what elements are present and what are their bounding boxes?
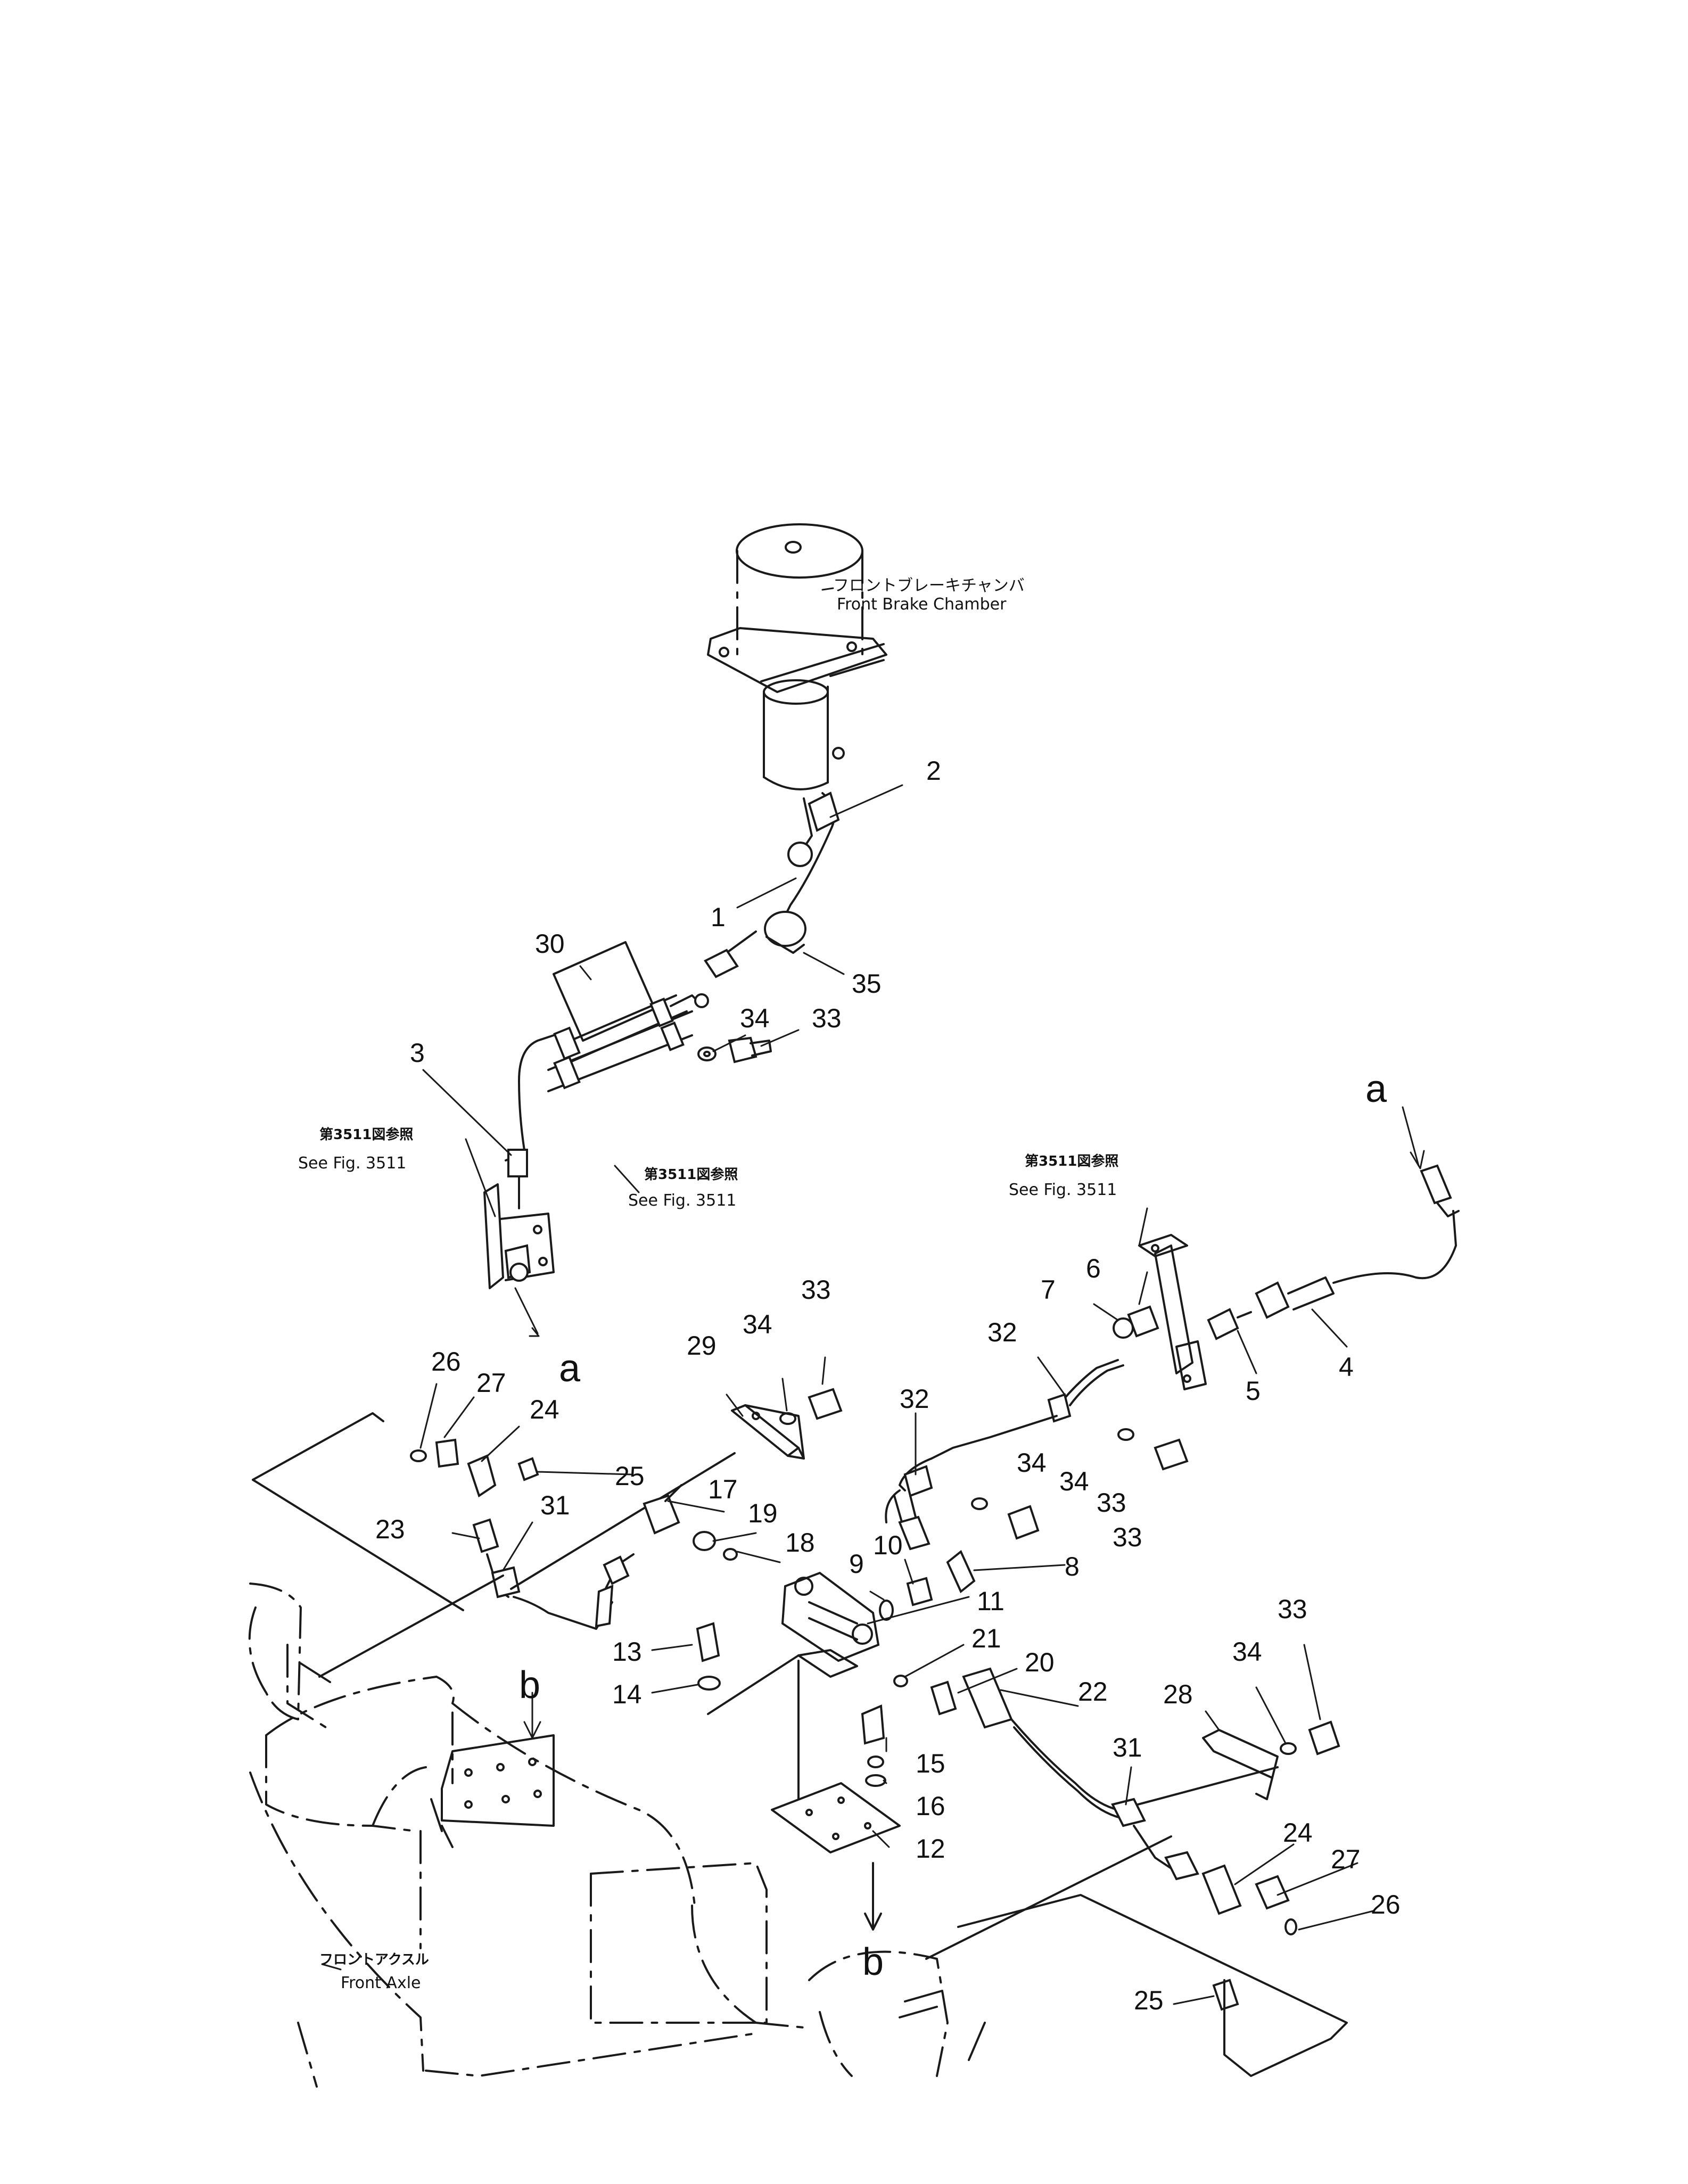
callout-5: 5 bbox=[1246, 1376, 1261, 1406]
callout-25-right: 25 bbox=[1134, 1985, 1164, 2015]
callout-35: 35 bbox=[852, 969, 882, 999]
front-brake-chamber-label-jp: フロントブレーキチャンバ bbox=[833, 576, 1025, 595]
callout-33-right: 33 bbox=[1278, 1594, 1307, 1624]
callout-11: 11 bbox=[977, 1586, 1004, 1616]
callout-9: 9 bbox=[849, 1549, 864, 1579]
callout-1: 1 bbox=[711, 902, 726, 932]
text-labels: フロントブレーキチャンバ Front Brake Chamber 第3511図参… bbox=[298, 576, 1387, 1992]
callout-22: 22 bbox=[1078, 1677, 1108, 1707]
ref-b-left: b bbox=[519, 1664, 540, 1707]
callout-34-center-a: 34 bbox=[1017, 1448, 1047, 1478]
callout-32-right: 32 bbox=[987, 1317, 1017, 1347]
fittings-20-21-22 bbox=[893, 1667, 1122, 1819]
callout-34-center-b: 34 bbox=[1059, 1466, 1089, 1496]
callout-12: 12 bbox=[916, 1834, 945, 1864]
see-fig-right-jp: 第3511図参照 bbox=[1025, 1153, 1118, 1169]
ref-a-left: a bbox=[559, 1347, 581, 1390]
callout-numbers: 2 1 35 30 34 33 3 6 7 32 5 4 32 33 34 29… bbox=[375, 756, 1401, 2015]
callout-26-left: 26 bbox=[431, 1347, 461, 1377]
hose-3 bbox=[505, 1034, 555, 1209]
callout-7: 7 bbox=[1041, 1275, 1056, 1305]
callout-32-center: 32 bbox=[900, 1384, 929, 1414]
left-pipe-fittings bbox=[410, 1438, 736, 1630]
callout-25-left: 25 bbox=[615, 1461, 645, 1491]
callout-34-upper-center: 34 bbox=[743, 1309, 772, 1339]
right-valve-bracket bbox=[1113, 1234, 1207, 1390]
brake-hose-assembly bbox=[704, 792, 840, 978]
callout-28: 28 bbox=[1163, 1679, 1193, 1709]
relay-valve bbox=[643, 1484, 880, 1715]
callout-33-center-b: 33 bbox=[1113, 1522, 1142, 1552]
front-brake-chamber-label-en: Front Brake Chamber bbox=[837, 595, 1007, 614]
mounting-plate-12 bbox=[771, 1660, 901, 1931]
callout-4: 4 bbox=[1339, 1352, 1354, 1382]
callout-20: 20 bbox=[1025, 1647, 1055, 1677]
callout-10: 10 bbox=[873, 1530, 903, 1560]
callout-2: 2 bbox=[926, 756, 941, 786]
callout-30: 30 bbox=[535, 929, 565, 959]
bracket-29 bbox=[731, 1404, 805, 1460]
front-axle-label-en: Front Axle bbox=[341, 1974, 421, 1992]
see-fig-right-en: See Fig. 3511 bbox=[1009, 1181, 1117, 1199]
callout-3: 3 bbox=[410, 1038, 425, 1068]
washer-bolt-upper bbox=[697, 1036, 772, 1064]
washer-bolt-right bbox=[779, 1388, 1189, 1540]
callout-21: 21 bbox=[971, 1623, 1001, 1653]
callout-14: 14 bbox=[612, 1679, 642, 1709]
see-fig-left-jp: 第3511図参照 bbox=[319, 1126, 413, 1143]
callout-8: 8 bbox=[1065, 1552, 1080, 1581]
callout-27-left: 27 bbox=[476, 1368, 506, 1398]
callout-33-top: 33 bbox=[812, 1003, 842, 1033]
callout-31-left: 31 bbox=[540, 1490, 570, 1520]
callout-24-right: 24 bbox=[1283, 1818, 1313, 1848]
callout-18: 18 bbox=[785, 1528, 815, 1557]
callout-33-center-a: 33 bbox=[1097, 1488, 1126, 1518]
callout-16: 16 bbox=[916, 1791, 945, 1821]
bolt-13-washer-14 bbox=[696, 1622, 721, 1691]
front-brake-chamber bbox=[707, 523, 887, 790]
callout-34-top: 34 bbox=[740, 1003, 770, 1033]
callout-26-right: 26 bbox=[1371, 1890, 1401, 1919]
bracket-28 bbox=[1111, 1720, 1340, 2011]
see-fig-center-en: See Fig. 3511 bbox=[628, 1191, 736, 1210]
front-axle-outline bbox=[248, 1583, 1348, 2088]
callout-24-left: 24 bbox=[530, 1395, 559, 1424]
callout-6: 6 bbox=[1086, 1254, 1101, 1283]
pipe-bracket-30 bbox=[547, 941, 709, 1092]
fitting-4-5-line bbox=[1207, 1164, 1460, 1340]
callout-33-upper-center: 33 bbox=[801, 1275, 831, 1305]
front-axle-label-jp: フロントアクスル bbox=[319, 1952, 429, 1968]
left-valve-bracket bbox=[483, 1183, 555, 1289]
pipe-32-right bbox=[885, 1359, 1124, 1551]
callout-31-right: 31 bbox=[1113, 1733, 1142, 1762]
ref-b-bottom: b bbox=[862, 1941, 884, 1983]
callout-29: 29 bbox=[687, 1331, 717, 1361]
callout-19: 19 bbox=[748, 1498, 778, 1528]
callout-13: 13 bbox=[612, 1637, 642, 1667]
callout-17: 17 bbox=[708, 1474, 738, 1504]
callout-23: 23 bbox=[375, 1514, 405, 1544]
see-fig-center-jp: 第3511図参照 bbox=[644, 1166, 738, 1183]
callout-15: 15 bbox=[916, 1749, 945, 1778]
callout-34-right: 34 bbox=[1232, 1637, 1262, 1667]
fittings-8-9-10 bbox=[879, 1550, 976, 1621]
frame-outline-left bbox=[252, 1412, 504, 1683]
leader-lines bbox=[321, 587, 1425, 2005]
ref-a-top: a bbox=[1365, 1068, 1387, 1110]
callout-27-right: 27 bbox=[1331, 1844, 1361, 1874]
see-fig-left-en: See Fig. 3511 bbox=[298, 1154, 406, 1173]
